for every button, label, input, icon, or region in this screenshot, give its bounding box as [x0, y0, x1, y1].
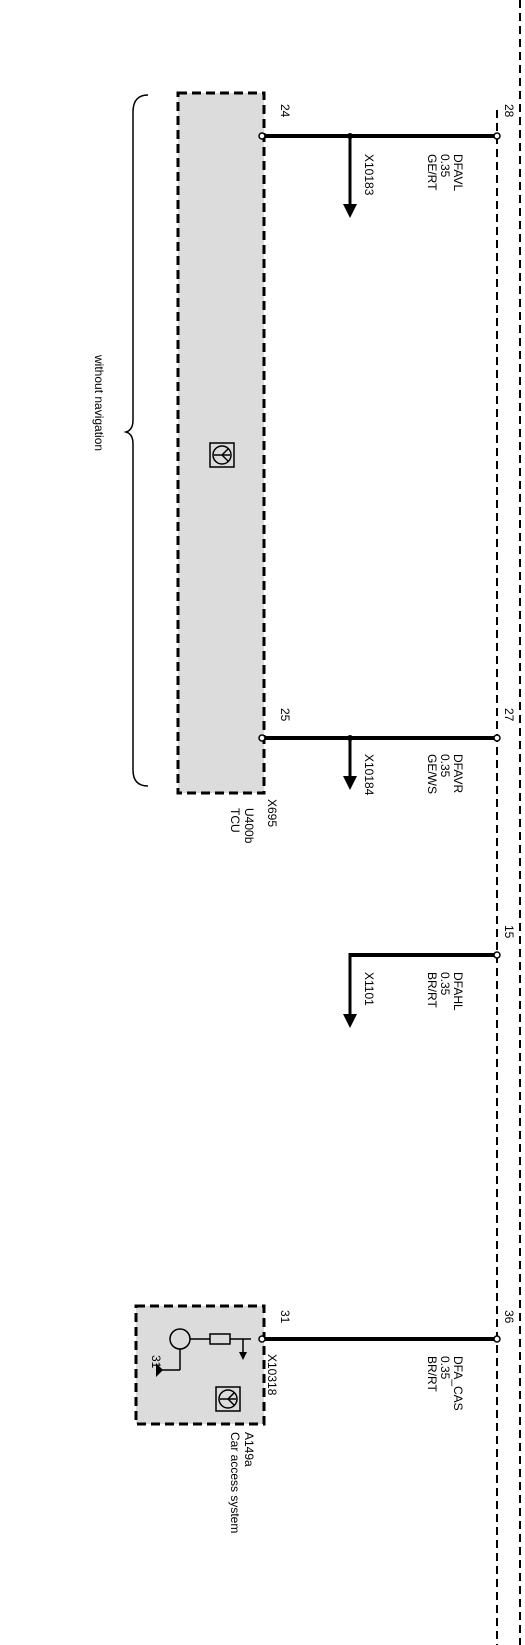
tcu-control-unit-icon — [209, 442, 235, 468]
signal-name: DFAVL — [451, 154, 465, 191]
pin-left: 24 — [278, 104, 292, 118]
splice-arrow-icon — [343, 776, 357, 790]
signal-name: DFA_CAS — [451, 1356, 465, 1411]
cas-ground-pin: 31 — [149, 1355, 163, 1369]
wire-dfavr: 25 27 X10184 DFAVR 0.35 GE/WS — [258, 708, 516, 796]
cas-id: A149a — [242, 1432, 256, 1467]
tcu-module: X695 U400b TCU — [176, 91, 279, 844]
signal-name: DFAVR — [451, 754, 465, 793]
splice-arrow-icon — [343, 204, 357, 218]
pin-right: 27 — [502, 708, 516, 722]
wire-color: BR/RT — [425, 1356, 439, 1392]
tcu-name: TCU — [228, 808, 242, 833]
splice-arrow-icon — [343, 1014, 357, 1028]
wire-size: 0.35 — [438, 972, 452, 996]
wire-color: GE/RT — [425, 154, 439, 191]
pin-left: 31 — [278, 1310, 292, 1324]
wire-dfahl: 15 X1101 DFAHL 0.35 BR/RT — [343, 925, 516, 1028]
splice-id: X1101 — [362, 972, 376, 1006]
splice-id: X10183 — [362, 154, 376, 196]
pin-left: 25 — [278, 708, 292, 722]
tcu-connector: X695 — [265, 799, 279, 827]
pin-right: 28 — [502, 104, 516, 118]
pin-right: 15 — [502, 925, 516, 939]
wire-size: 0.35 — [438, 1356, 452, 1380]
wire-dfavl: 24 28 X10183 DFAVL 0.35 GE/RT — [258, 104, 516, 218]
grouping-brace — [123, 94, 149, 787]
signal-name: DFAHL — [451, 972, 465, 1011]
wire-color: GE/WS — [425, 754, 439, 794]
wire-size: 0.35 — [438, 754, 452, 778]
cas-control-unit-icon — [215, 1386, 241, 1412]
tcu-id: U400b — [242, 808, 256, 844]
splice-id: X10184 — [362, 754, 376, 796]
wire-dfa-cas: 31 36 DFA_CAS 0.35 BR/RT — [258, 1310, 516, 1411]
brace-label: without navigation — [92, 354, 106, 451]
cas-module: 31 X10318 A149a Car access system — [134, 1304, 279, 1533]
cas-connector: X10318 — [265, 1354, 279, 1396]
wire-color: BR/RT — [425, 972, 439, 1008]
wire-size: 0.35 — [438, 154, 452, 178]
cas-transistor-circuit-icon — [156, 1328, 251, 1377]
pin-right: 36 — [502, 1310, 516, 1324]
cas-name: Car access system — [228, 1432, 242, 1533]
